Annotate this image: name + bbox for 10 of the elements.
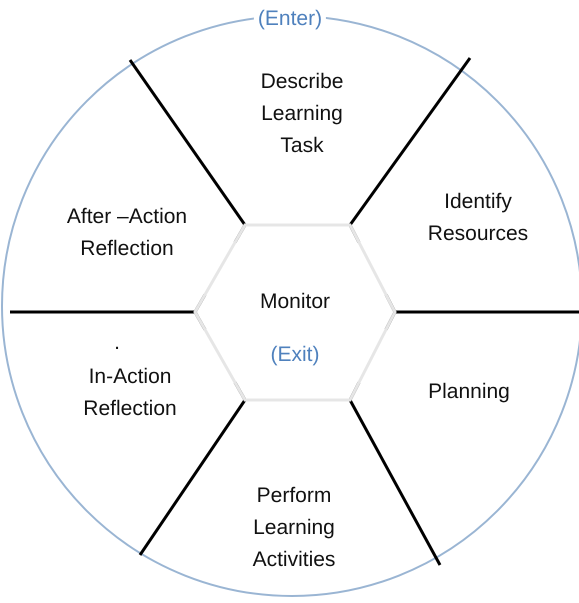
sector-label: Identify Resources xyxy=(426,189,530,247)
exit-label: (Exit) xyxy=(270,342,320,368)
sector-label: In-Action Reflection xyxy=(82,364,178,422)
sector-label: After –Action Reflection xyxy=(66,204,188,262)
entry-label: (Enter) xyxy=(254,7,326,31)
sector-label: Describe Learning Task xyxy=(260,69,344,159)
dot-mark: . xyxy=(114,333,120,353)
sector-label: Perform Learning Activities xyxy=(252,483,336,573)
hub-label: Monitor xyxy=(260,289,330,315)
sector-label: Planning xyxy=(427,379,511,405)
